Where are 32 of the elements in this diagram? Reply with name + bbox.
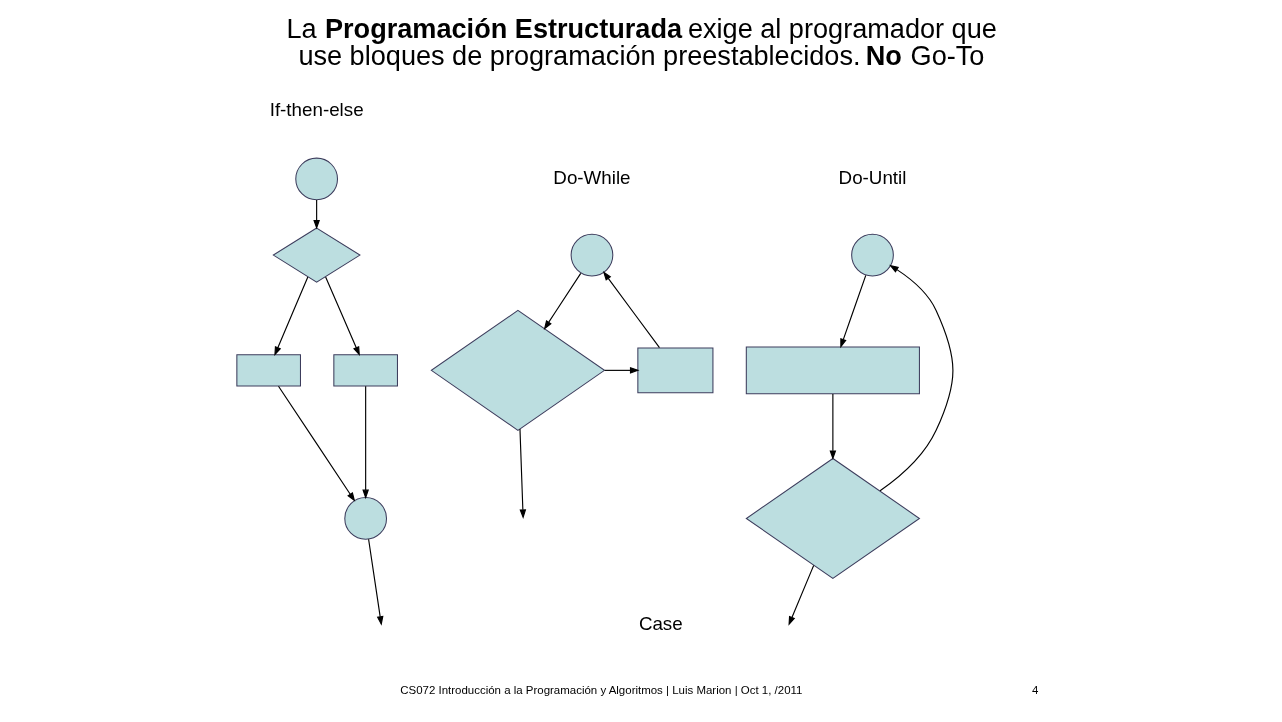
arrow bbox=[312, 198, 320, 229]
node-diamond bbox=[744, 457, 920, 579]
diagram-title: La Programación Estructurada exige al programador que use bloques de programación preestablecidos. No Go-To bbox=[285, 12, 997, 71]
node-box bbox=[332, 353, 398, 387]
arrow bbox=[543, 272, 581, 330]
label: CS072 Introducción a la Programación y Algoritmos | Luis Marion | Oct 1, /2011 bbox=[399, 683, 802, 696]
arrow bbox=[324, 275, 360, 356]
arrow bbox=[602, 270, 660, 348]
node-box bbox=[636, 346, 713, 393]
label: Case bbox=[638, 612, 683, 634]
arrow bbox=[518, 428, 526, 519]
arrow bbox=[367, 538, 383, 626]
node-circle bbox=[850, 233, 894, 276]
arrow bbox=[273, 275, 308, 356]
arrow bbox=[277, 385, 355, 502]
arrow bbox=[603, 366, 640, 374]
node-box bbox=[235, 353, 301, 387]
label: 4 bbox=[1031, 683, 1038, 696]
node-diamond bbox=[271, 226, 361, 283]
arrow bbox=[787, 564, 814, 626]
arrow bbox=[829, 392, 836, 460]
label: Do-While bbox=[552, 166, 631, 188]
label: If-then-else bbox=[269, 98, 364, 120]
node-box bbox=[745, 345, 920, 394]
node-diamond bbox=[429, 309, 605, 431]
node-circle bbox=[343, 496, 387, 540]
arrow bbox=[879, 264, 953, 491]
node-circle bbox=[570, 233, 613, 276]
arrow bbox=[839, 274, 866, 348]
label: Do-Until bbox=[838, 166, 906, 188]
node-circle bbox=[294, 157, 338, 200]
arrow bbox=[361, 385, 369, 499]
